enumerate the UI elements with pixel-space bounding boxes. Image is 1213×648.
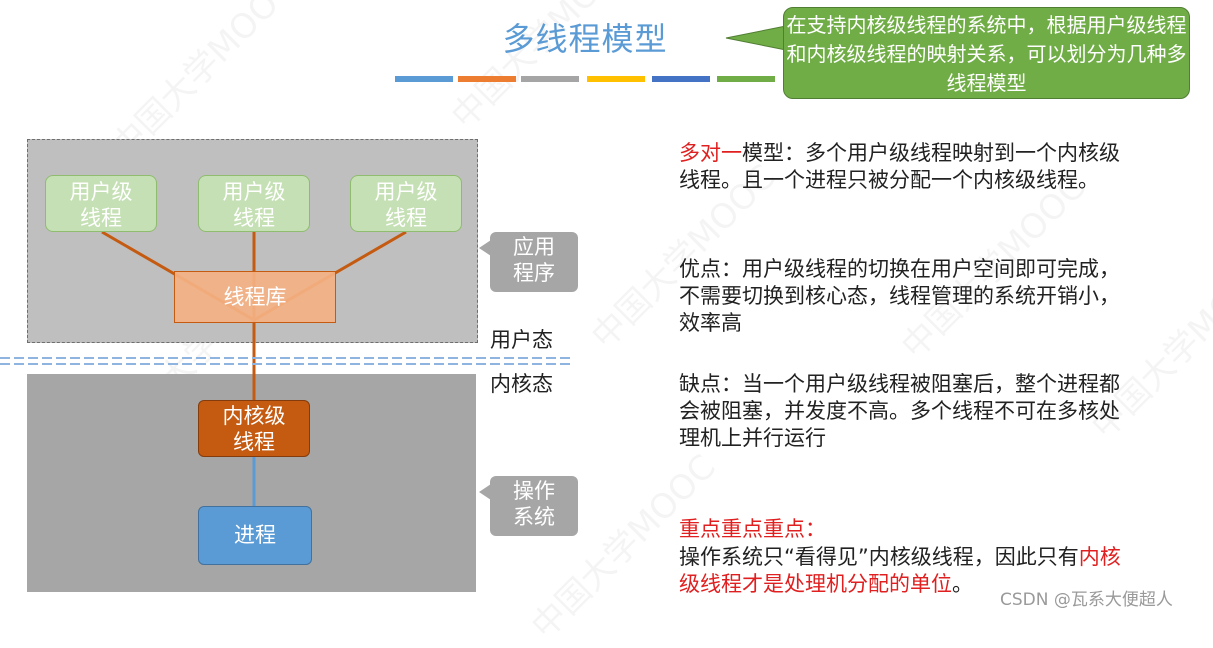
accent-bar: [521, 76, 579, 82]
user-thread-node: 用户级 线程: [198, 175, 310, 232]
callout-bubble: 在支持内核级线程的系统中，根据用户级线程和内核级线程的映射关系，可以划分为几种多…: [783, 7, 1190, 99]
process-node: 进程: [198, 506, 312, 565]
os-label-pointer: [479, 484, 491, 500]
csdn-watermark: CSDN @瓦系大便超人: [1000, 590, 1173, 610]
os-label: 操作 系统: [490, 476, 578, 536]
cons-text: 缺点：当一个用户级线程被阻塞后，整个进程都会被阻塞，并发度不高。多个线程不可在多…: [679, 372, 1120, 450]
kernel-mode-label: 内核态: [490, 372, 553, 396]
user-thread-node: 用户级 线程: [350, 175, 462, 232]
accent-bar: [717, 76, 775, 82]
model-name: 多对一: [679, 141, 742, 165]
key-end: 。: [952, 572, 973, 596]
thread-library-node: 线程库: [174, 271, 336, 323]
accent-bar: [652, 76, 710, 82]
slide-title: 多线程模型: [502, 20, 668, 58]
callout-pointer: [725, 25, 787, 51]
user-thread-node: 用户级 线程: [45, 175, 157, 232]
model-desc-text: 模型：多个用户级线程映射到一个内核级线程。且一个进程只被分配一个内核级线程。: [679, 141, 1120, 192]
accent-bar: [395, 76, 453, 82]
accent-bar: [458, 76, 516, 82]
key-point-title: 重点重点重点：: [679, 517, 826, 541]
app-label-pointer: [479, 240, 491, 256]
model-description: 多对一模型：多个用户级线程映射到一个内核级线程。且一个进程只被分配一个内核级线程…: [679, 140, 1139, 194]
key-highlight: 内核级线程才是处理机分配的单位: [679, 545, 1121, 596]
pros-text: 优点：用户级线程的切换在用户空间即可完成，不需要切换到核心态，线程管理的系统开销…: [679, 257, 1120, 335]
key-point-text: 操作系统只“看得见”内核级线程，因此只有内核级线程才是处理机分配的单位。: [679, 544, 1139, 598]
key-part1: 操作系统只“看得见”内核级线程，因此只有: [679, 545, 1079, 569]
user-mode-label: 用户态: [490, 328, 553, 352]
accent-bar: [587, 76, 645, 82]
kernel-thread-node: 内核级 线程: [198, 400, 310, 457]
app-label: 应用 程序: [490, 232, 578, 292]
